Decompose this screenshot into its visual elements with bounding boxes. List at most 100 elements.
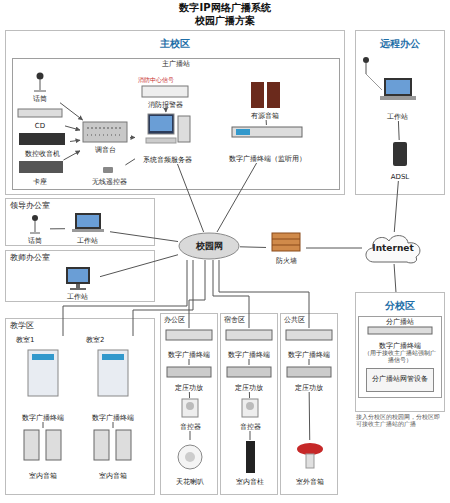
node-label: 数字广播终端（监听用） — [229, 155, 306, 163]
mic-base — [30, 233, 40, 234]
device-node: 无线遥控器 — [85, 165, 133, 186]
remote-control — [103, 167, 113, 173]
device-node: 数字广播终端 — [223, 328, 275, 359]
node-label: 定压功放 — [175, 384, 203, 392]
mic-head — [363, 57, 369, 63]
connector — [43, 422, 44, 428]
internet-cloud: Internet — [362, 232, 424, 264]
connector — [110, 232, 178, 242]
node-label: 教师办公室 — [6, 251, 154, 264]
fire-alarm-unit — [142, 86, 188, 97]
monitor-base — [70, 288, 86, 290]
ellipse-outline — [179, 233, 239, 259]
wall-terminal — [28, 350, 58, 396]
device-node: 有源音箱 — [245, 80, 285, 120]
node-label: 宿舍区 — [221, 314, 277, 326]
device-node: ADSL — [380, 140, 420, 181]
connector — [133, 260, 193, 336]
node-label: 校园网 — [196, 241, 223, 251]
office-region: 教室1数字广播终端室内音箱教室2数字广播终端室内音箱教学区 — [5, 318, 155, 495]
monitor-stand — [76, 284, 80, 288]
speaker-right — [267, 82, 280, 108]
speaker-cone — [185, 452, 195, 462]
speaker-left — [251, 82, 264, 108]
amplifier-unit — [227, 367, 271, 377]
office-region: 话筒工作站领导办公室 — [5, 198, 155, 246]
screen — [386, 80, 410, 94]
connector — [217, 163, 257, 232]
campus-region: 数字广播终端（用于接收主广播站强制广播信号）分广播站网管设备分广播站分校区 — [355, 292, 445, 412]
node-label: 音控器 — [180, 423, 201, 431]
connector — [394, 264, 396, 292]
node-label: （用于接收主广播站强制广播信号） — [362, 350, 438, 364]
node-label: 消防报警器 — [148, 101, 183, 109]
node-label: 领导办公室 — [6, 199, 154, 212]
terminal-display — [32, 354, 54, 360]
node-label: 数字广播终端 — [288, 351, 330, 359]
horn-speaker — [297, 443, 323, 455]
mic-stand — [366, 63, 367, 74]
node-label: 办公区 — [161, 314, 217, 326]
classroom-terminal: 教室1 数字广播终端 — [12, 336, 74, 422]
mic-icon — [34, 73, 46, 92]
node-label: 数字广播终端 — [82, 414, 144, 422]
device-node: 数控收音机 — [15, 132, 70, 158]
laptop — [75, 213, 101, 229]
node-label: 室内音箱 — [29, 472, 57, 480]
terminal-unit — [166, 330, 212, 340]
indoor-speaker — [94, 430, 109, 460]
keyboard — [146, 138, 176, 143]
node-label: 卡座 — [33, 178, 47, 186]
device-node: 卡座 — [15, 160, 65, 186]
node-label: 数控收音机 — [25, 150, 60, 158]
terminal-unit — [226, 330, 272, 340]
terminal-unit — [286, 330, 332, 340]
screen — [150, 116, 172, 131]
connector — [309, 392, 311, 440]
device-node: 话筒 — [20, 72, 60, 103]
node-label: 分校区 — [356, 300, 444, 312]
node-label: 教室2 — [82, 336, 144, 344]
broadcast-station: 话筒CD数控收音机卡座调音台消防报警器系统音频服务器无线遥控器有源音箱数字广播终… — [12, 58, 340, 190]
device-node: 数字广播终端 — [163, 328, 215, 359]
connector — [63, 151, 80, 160]
device-node: 工作站 — [65, 212, 110, 245]
classroom-terminal: 教室2 数字广播终端 — [82, 336, 144, 422]
connector — [213, 260, 249, 328]
device-node: 工作站 — [370, 76, 425, 121]
node-label: CD — [35, 122, 45, 130]
broadcast-station: 数字广播终端（用于接收主广播站强制广播信号）分广播站网管设备分广播站 — [358, 316, 442, 398]
device-node: 消防报警器 — [135, 85, 195, 109]
node-label: 数字广播终端 — [168, 351, 210, 359]
node-label: 调音台 — [95, 146, 116, 154]
mixer-body — [83, 122, 127, 142]
mic-cable — [366, 74, 382, 90]
device-node: 音控器 — [170, 398, 210, 431]
connector — [240, 246, 266, 248]
connector — [189, 359, 190, 365]
laptop-base — [380, 96, 416, 100]
node-label: 分广播站网管设备 — [372, 376, 428, 383]
mic-base — [34, 91, 46, 92]
connector — [189, 392, 190, 398]
node-label: 数字广播终端 — [379, 342, 421, 350]
connector — [306, 248, 362, 249]
diagram-title: 数字IP网络广播系统 校园广播方案 — [150, 2, 300, 27]
volume-knob — [246, 402, 254, 410]
device-node: 数字广播终端（监听用） — [225, 125, 310, 163]
node-label: 定压功放 — [235, 384, 263, 392]
zone-region: 数字广播终端定压功放室外音箱公共区 — [280, 313, 338, 495]
zone-region: 数字广播终端定压功放音控器天花喇叭办公区 — [160, 313, 218, 495]
mic-head — [37, 73, 44, 80]
connector — [50, 228, 65, 229]
node-label: 数字广播终端 — [12, 414, 74, 422]
device-node: 数字广播终端（用于接收主广播站强制广播信号） — [362, 326, 438, 364]
node-label: 教室1 — [12, 336, 74, 344]
cloud-outline — [366, 236, 420, 263]
connector — [125, 159, 135, 165]
cd-player — [18, 109, 62, 117]
device-node: 工作站 — [55, 265, 100, 301]
zone-region: 数字广播终端定压功放音控器室内音柱宿舍区 — [220, 313, 278, 495]
connector — [100, 255, 178, 277]
column-speaker — [246, 441, 255, 473]
